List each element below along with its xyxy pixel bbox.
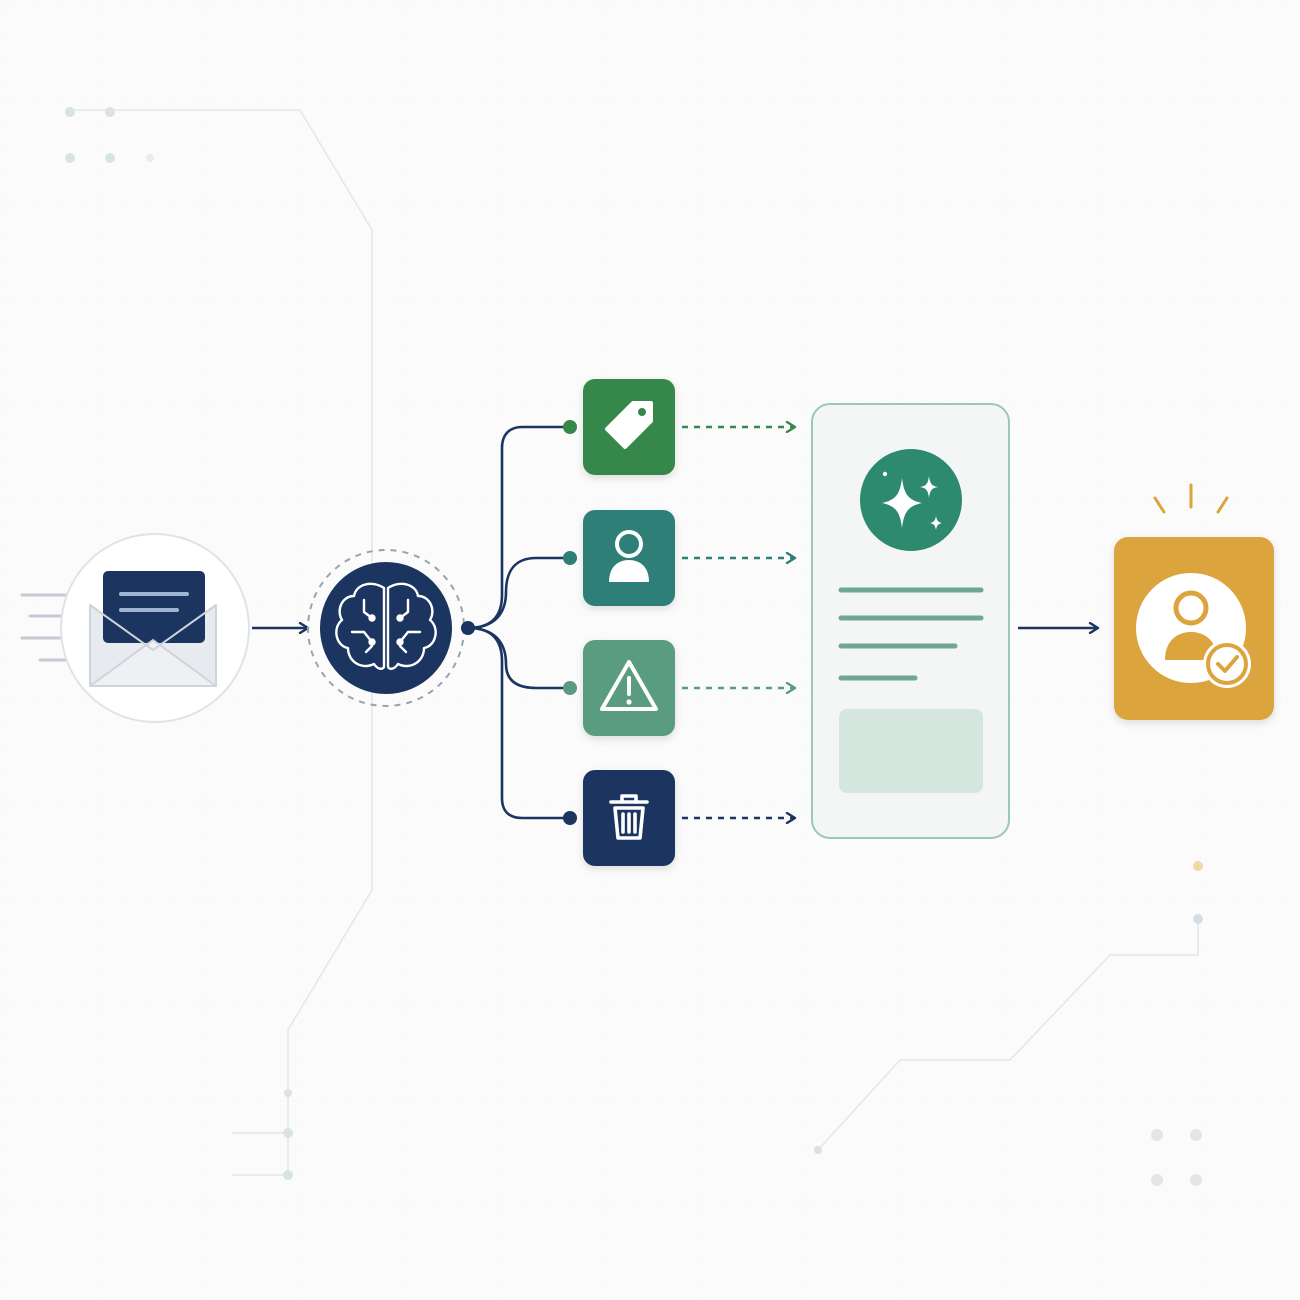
branch-dot-person [563,551,577,565]
highlight-rays [1153,483,1229,514]
tag-icon [605,401,653,449]
summary-text-lines [838,587,984,681]
envelope-icon [89,571,217,687]
branch-connectors [466,425,572,820]
incoming-email-node [20,533,250,723]
branch-dot-tag [563,420,577,434]
decorative-dots [65,107,1203,1186]
ai-summary-card [811,403,1010,839]
decorative-circuit-traces [70,109,1199,1176]
branch-dot-warning [563,681,577,695]
sparkles-icon [882,471,942,530]
branch-hub-dot [461,621,475,635]
user-check-icon [1136,573,1251,688]
branch-dot-trash [563,811,577,825]
brain-circuit-icon [335,582,437,670]
person-icon [609,530,649,582]
trash-icon [609,794,649,840]
warning-triangle-icon [600,660,658,711]
summary-content-block [839,709,983,793]
